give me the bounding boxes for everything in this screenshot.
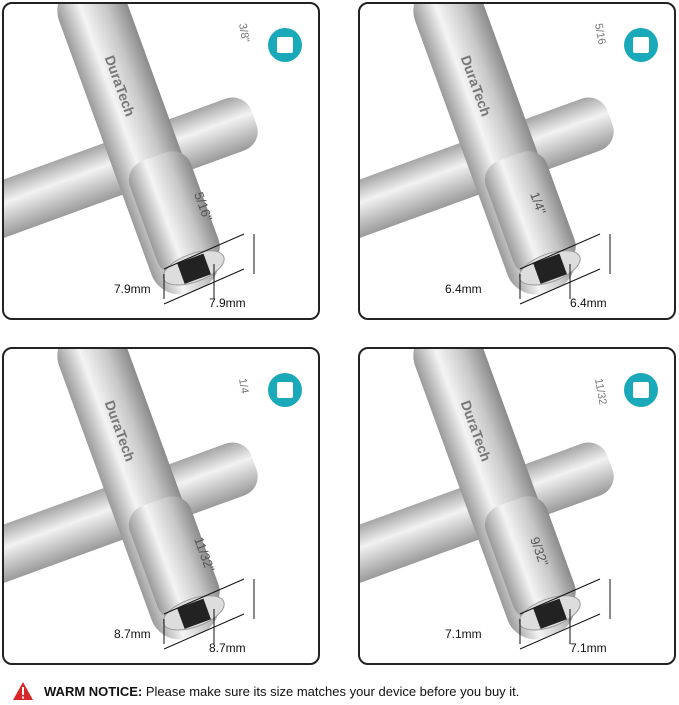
width-dimension: 7.1mm: [570, 641, 607, 655]
width-dimension: 7.9mm: [209, 296, 246, 310]
wrench-image: DuraTech 5/16" 3/8": [4, 4, 258, 305]
height-dimension: 7.1mm: [445, 627, 482, 641]
notice-label: WARM NOTICE:: [44, 683, 143, 699]
wrench-panel: DuraTech 5/16" 3/8" 7.9mm 7.9mm: [2, 2, 320, 320]
wrench-image: DuraTech 11/32" 1/4: [4, 349, 258, 650]
other-size-label: 11/32: [592, 377, 608, 405]
height-dimension: 6.4mm: [445, 282, 482, 296]
width-dimension: 8.7mm: [209, 641, 246, 655]
dimension-lines: [519, 233, 611, 305]
warm-notice: WARM NOTICE: Please make sure its size m…: [12, 681, 519, 701]
width-dimension: 6.4mm: [570, 296, 607, 310]
dimension-lines: [163, 578, 255, 650]
warning-triangle-icon: [13, 682, 33, 700]
other-size-label: 1/4: [236, 377, 250, 394]
socket-size-label: 1/4": [527, 190, 549, 217]
square-socket-icon: [624, 28, 658, 62]
square-socket-icon: [268, 28, 302, 62]
wrench-panel: DuraTech 11/32" 1/4 8.7mm 8.7mm: [2, 347, 320, 665]
square-socket-icon: [624, 373, 658, 407]
wrench-image: DuraTech 9/32" 11/32: [360, 349, 614, 650]
wrench-image: DuraTech 1/4" 5/16: [360, 4, 614, 305]
notice-text: Please make sure its size matches your d…: [142, 683, 520, 699]
other-size-label: 5/16: [592, 22, 608, 45]
height-dimension: 7.9mm: [114, 282, 151, 296]
dimension-lines: [163, 233, 255, 305]
dimension-lines: [519, 578, 611, 650]
square-socket-icon: [268, 373, 302, 407]
wrench-panel: DuraTech 9/32" 11/32 7.1mm 7.1mm: [358, 347, 676, 665]
wrench-panel: DuraTech 1/4" 5/16 6.4mm 6.4mm: [358, 2, 676, 320]
height-dimension: 8.7mm: [114, 627, 151, 641]
other-size-label: 3/8": [236, 22, 251, 43]
